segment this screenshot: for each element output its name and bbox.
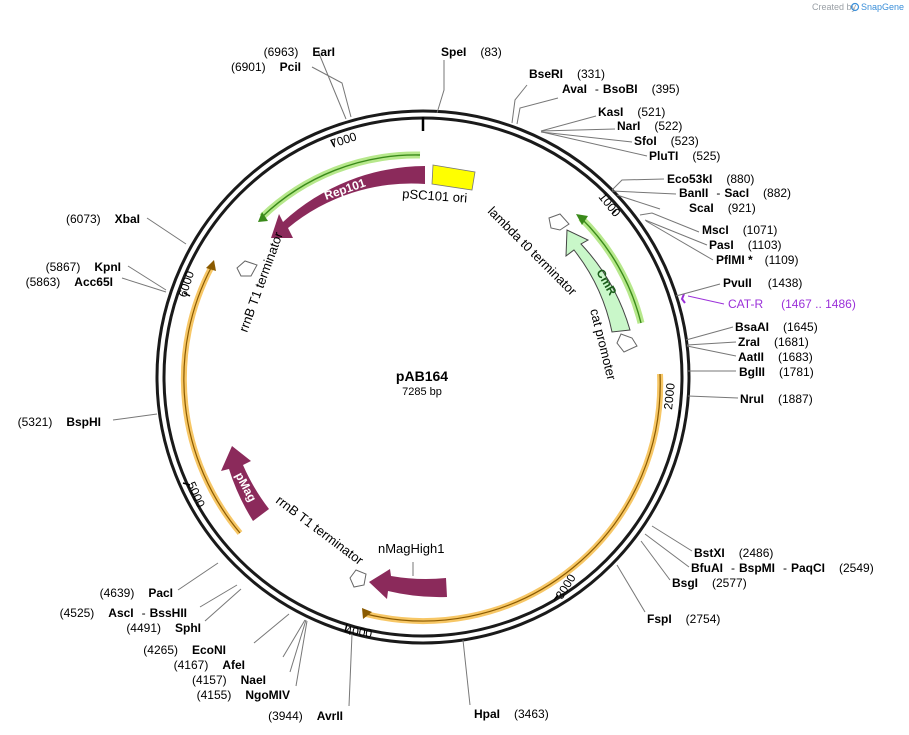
site-sphI[interactable]: (4491)SphI: [126, 621, 201, 635]
site-aatII[interactable]: AatII(1683): [738, 350, 813, 364]
cat-r-primer-label: CAT-R(1467 .. 1486): [728, 297, 856, 311]
site-avaI[interactable]: AvaI-BsoBI(395): [562, 82, 680, 96]
tick-label-4000: 4000: [345, 623, 374, 641]
right-orf-arrowhead: [362, 608, 372, 619]
site-nruI[interactable]: NruI(1887): [740, 392, 813, 406]
tick-mark-3000: [553, 594, 559, 601]
site-afeI[interactable]: (4167)AfeI: [174, 658, 245, 672]
site-narI[interactable]: NarI(522): [617, 119, 682, 133]
tick-mark-2000: [678, 409, 681, 419]
tick-mark-7000: [330, 139, 335, 147]
pSC101-ori-feature[interactable]: [431, 164, 476, 191]
site-kasI[interactable]: KasI(521): [598, 105, 665, 119]
tick-label-2000: 2000: [661, 382, 678, 410]
site-bseRI[interactable]: BseRI(331): [529, 67, 605, 81]
right-orf-line: [365, 373, 661, 622]
credit-brand: SnapGene: [861, 2, 904, 12]
pMag-feature[interactable]: [221, 446, 269, 521]
rrnB-T1-terminator-bottom-feature[interactable]: [349, 569, 367, 588]
tick-mark-6000: [183, 292, 191, 297]
site-bstXI[interactable]: BstXI(2486): [694, 546, 773, 560]
rrnB-T1-terminator-top-label: rrnB T1 terminator: [236, 229, 286, 334]
rep101-orf-line: [261, 154, 421, 218]
site-pciI[interactable]: (6901)PciI: [231, 60, 301, 74]
site-hpaI[interactable]: HpaI(3463): [474, 707, 549, 721]
credit-prefix: Created by: [812, 2, 857, 12]
site-bspHI[interactable]: (5321)BspHI: [18, 415, 101, 429]
left-orf-line: [183, 265, 241, 534]
site-speI[interactable]: SpeI(83): [441, 45, 502, 59]
cmR-orf-arrowhead: [576, 214, 588, 225]
site-kpnI[interactable]: (5867)KpnI: [46, 260, 121, 274]
site-leaders: [112, 50, 739, 707]
pSC101-ori-label: pSC101 ori: [402, 186, 468, 206]
tick-label-5000: 5000: [184, 480, 208, 510]
tick-mark-4000: [344, 623, 348, 633]
tick-mark-5000: [182, 482, 191, 486]
plasmid-name: pAB164: [396, 368, 448, 384]
site-avrII[interactable]: (3944)AvrII: [268, 709, 343, 723]
site-bglII[interactable]: BglII(1781): [739, 365, 814, 379]
cat-promoter-feature[interactable]: [616, 333, 638, 353]
site-ascI[interactable]: (4525)AscI-BssHII: [60, 606, 187, 620]
cat-r-primer-feature[interactable]: [680, 293, 686, 304]
left-orf-arrowhead: [206, 260, 216, 271]
rrnB-T1-terminator-top-feature[interactable]: [236, 260, 258, 277]
site-zraI[interactable]: ZraI(1681): [738, 335, 809, 349]
snapgene-logo-icon: [850, 2, 860, 12]
tick-mark-1000: [611, 209, 617, 215]
site-fspI[interactable]: FspI(2754): [647, 612, 720, 626]
backbone-outer-strand: [155, 109, 691, 645]
plasmid-length: 7285 bp: [402, 386, 442, 398]
site-naeI[interactable]: (4157)NaeI: [192, 673, 266, 687]
site-banII[interactable]: BanII-SacI(882): [679, 186, 791, 200]
rep101-orf-arrowhead: [258, 212, 268, 222]
site-bfuAI[interactable]: BfuAI-BspMI-PaqCI(2549): [691, 561, 874, 575]
rep101-label: Rep101: [322, 176, 367, 203]
site-pvuII[interactable]: PvuII(1438): [723, 276, 802, 290]
site-pflMI[interactable]: PflMI *(1109): [716, 253, 798, 267]
site-eco53kI[interactable]: Eco53kI(880): [667, 172, 754, 186]
site-scaI[interactable]: ScaI(921): [689, 201, 756, 215]
cmR-feature[interactable]: [565, 229, 631, 333]
site-pluTI[interactable]: PluTI(525): [649, 149, 720, 163]
site-bsaAI[interactable]: BsaAI(1645): [735, 320, 818, 334]
site-bsgI[interactable]: BsgI(2577): [672, 576, 747, 590]
site-ngoMIV[interactable]: (4155)NgoMIV: [197, 688, 290, 702]
cmR-orf-line: [580, 217, 642, 324]
cat-r-primer-leader: [687, 295, 725, 305]
nMagHigh1-label: nMagHigh1: [378, 541, 445, 556]
site-pacI[interactable]: (4639)PacI: [100, 586, 173, 600]
site-acc65I[interactable]: (5863)Acc65I: [26, 275, 113, 289]
site-sfoI[interactable]: SfoI(523): [634, 134, 699, 148]
site-ecoNI[interactable]: (4265)EcoNI: [143, 643, 226, 657]
site-earI[interactable]: (6963)EarI: [264, 45, 335, 59]
site-pasI[interactable]: PasI(1103): [709, 238, 781, 252]
site-mscI[interactable]: MscI(1071): [702, 223, 777, 237]
site-xbaI[interactable]: (6073)XbaI: [66, 212, 140, 226]
nMagHigh1-feature[interactable]: [369, 569, 447, 599]
lambda-t0-terminator-feature[interactable]: [548, 213, 570, 231]
tick-label-7000: 7000: [329, 129, 359, 151]
rrnB-T1-terminator-bottom-label: rrnB T1 terminator: [273, 492, 367, 568]
tick-label-1000: 1000: [596, 190, 624, 220]
rep101-feature[interactable]: [271, 166, 425, 238]
